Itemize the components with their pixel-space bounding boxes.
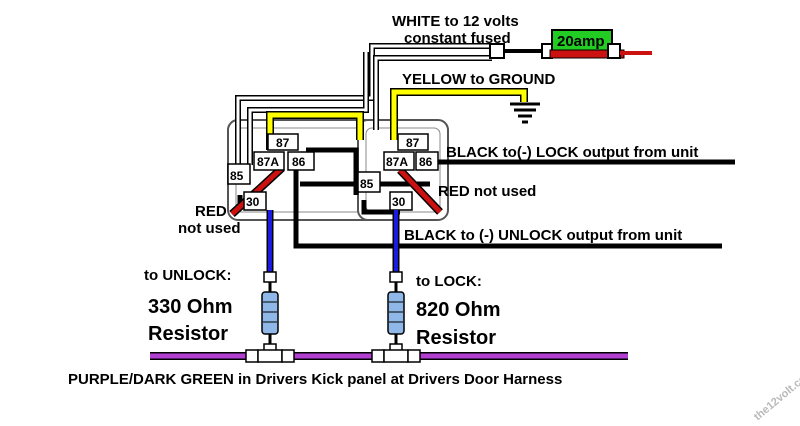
pin-85-left: 85 (230, 169, 244, 183)
blue-wires (266, 210, 400, 272)
pin-87-right: 87 (406, 136, 420, 150)
yellow-wire (266, 88, 528, 150)
resistor-right-label-line2: Resistor (416, 327, 496, 349)
to-unlock-label: to UNLOCK: (144, 267, 231, 284)
ground-symbol-icon (510, 102, 540, 124)
pin-85-right: 85 (360, 177, 374, 191)
red-wires (229, 165, 443, 217)
purple-wire-label: PURPLE/DARK GREEN in Drivers Kick panel … (68, 371, 562, 388)
white-wire-label-line1: WHITE to 12 volts (392, 13, 519, 30)
resistor-right (387, 271, 405, 355)
relay-right-pins: 87 87A 86 85 30 (357, 133, 439, 211)
pin-87-left: 87 (276, 136, 290, 150)
pin-87a-right: 87A (386, 155, 408, 169)
fuse: 20amp (549, 29, 652, 59)
fuse-label: 20amp (557, 33, 605, 50)
relay-left-pins: 87 87A 86 85 30 (227, 133, 315, 211)
red-right-label: RED not used (438, 183, 536, 200)
purple-wire (150, 349, 628, 363)
red-left-label-line1: RED (195, 203, 227, 220)
white-wire-label-line2: constant fused (404, 30, 511, 47)
yellow-wire-label: YELLOW to GROUND (402, 71, 555, 88)
black-unlock-label: BLACK to (-) UNLOCK output from unit (404, 227, 682, 244)
pin-30-left: 30 (246, 195, 260, 209)
resistor-left-label-line2: Resistor (148, 323, 228, 345)
resistor-right-label-line1: 820 Ohm (416, 299, 500, 321)
to-lock-label: to LOCK: (416, 273, 482, 290)
pin-86-right: 86 (419, 155, 433, 169)
red-left-label-line2: not used (178, 220, 241, 237)
white-wire (235, 43, 553, 180)
resistor-left (261, 271, 279, 355)
pin-87a-left: 87A (257, 155, 279, 169)
pin-86-left: 86 (292, 155, 306, 169)
watermark: the12volt.com (752, 366, 800, 423)
black-lock-label: BLACK to(-) LOCK output from unit (446, 144, 698, 161)
pin-30-right: 30 (392, 195, 406, 209)
resistor-left-label-line1: 330 Ohm (148, 296, 232, 318)
